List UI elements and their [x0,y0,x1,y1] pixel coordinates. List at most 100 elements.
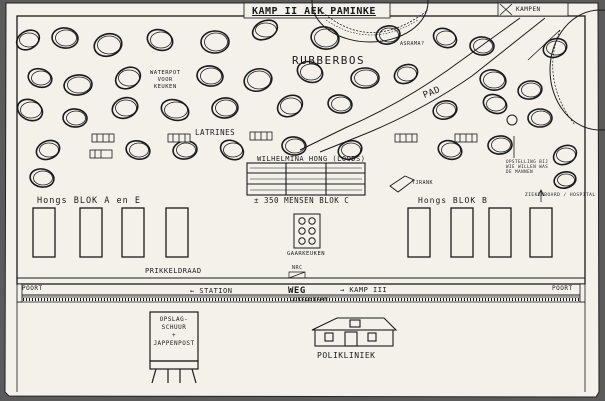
rubber-tree-inner [176,142,196,158]
block-b-label: Hongs BLOK B [418,196,488,205]
hall-capacity-label: ± 350 MENSEN BLOK C [254,196,350,205]
gate-left-label: POORT [22,285,43,292]
kampen-label: KAMPEN [516,6,541,13]
rubber-tree-inner [115,99,137,117]
gate-right-label: POORT [552,285,573,292]
rubber-tree-inner [97,35,121,55]
rubber-tree-inner [215,99,237,117]
rubber-tree [51,27,79,49]
kitchen-label: GAARKEUKEN [287,251,326,257]
tjrank [389,175,415,193]
kamp3-label: → KAMP III [340,286,388,294]
map-title: KAMP II AEK PAMINKE [252,6,376,17]
rubber-tree [310,26,340,50]
rubber-tree-inner [521,82,541,98]
rubber-tree [160,98,190,122]
sick-house-label: ZIEKENBOARD / HOSPITAL [525,193,596,198]
block-ae-hongs [32,207,189,258]
rubber-tree [62,108,88,128]
kitchen-ovens [293,213,321,249]
road-band [17,283,585,296]
rubber-tree [29,168,55,188]
nrc-gate [288,271,306,279]
kampen-box [497,2,569,17]
latrines-label: LATRINES [195,128,236,137]
rubber-tree-inner [118,69,140,87]
rubber-tree [219,139,245,161]
path-label: PAD [421,85,442,101]
station-label: ← STATION [190,287,233,295]
rubber-tree [479,69,507,91]
rubber-tree-inner [341,142,361,158]
rubber-tree [327,94,353,114]
rubber-trees [15,19,578,189]
rubber-tree [469,36,495,56]
rubber-tree [350,67,380,89]
rubber-tree-inner [557,173,575,187]
rubber-tree-inner [436,30,456,46]
rubber-tree [211,97,239,119]
rubber-tree-inner [436,102,456,118]
rubber-tree-inner [300,63,322,81]
rubber-tree-inner [255,22,277,38]
rubber-tree [276,94,304,118]
rubber-tree [251,19,279,41]
storage-label: OPSLAG-SCHUUR+JAPPENPOST [153,316,195,347]
railway [17,296,585,303]
rubber-tree [35,139,61,161]
rubber-tree [93,32,123,58]
wilhelmina-hall-label: WILHELMINA HONG (LOODS) [257,155,366,163]
rubber-tree-inner [531,110,551,126]
block-ae-label: Hongs BLOK A en E [37,196,141,206]
nrc-label: NRC [292,265,303,271]
rubber-tree [482,93,508,115]
rubber-tree-inner [441,142,461,158]
rubber-tree [487,135,513,155]
rubber-tree-inner [67,76,91,94]
rubber-tree [27,67,53,89]
rubber-tree-inner [397,66,417,82]
rubber-tree-inner [150,31,172,49]
rubber-tree-inner [223,142,243,158]
rubber-tree-inner [473,38,493,54]
rubber-tree-inner [39,142,59,158]
rubber-tree-inner [491,137,511,153]
rubber-tree-inner [331,96,351,112]
rubber-tree-inner [486,96,506,112]
clinic-label: POLIKLINIEK [317,351,376,360]
rubber-tree [111,96,139,120]
rubber-tree-inner [55,29,77,47]
rubber-tree [542,37,568,59]
rubber-tree [200,30,230,54]
wilhelmina-hall [246,162,366,196]
rubber-tree [281,136,307,156]
rubber-tree-inner [33,170,53,186]
rubber-tree-inner [20,101,42,119]
rubber-tree-inner [247,70,271,90]
rubber-tree-inner [19,32,39,48]
rubberbos-label: RUBBERBOS [292,54,366,67]
rubber-tree [243,67,273,93]
rubber-tree-inner [164,101,188,119]
rubber-tree [337,139,363,161]
rubber-tree-inner [546,40,566,56]
rubber-tree [125,139,151,161]
rubber-tree-inner [31,70,51,86]
barbed-wire-label: PRIKKELDRAAD [145,267,202,275]
rubber-tree-inner [200,67,222,85]
rubber-tree [114,66,142,90]
rubber-tree [552,144,578,166]
rubber-tree-inner [314,28,338,48]
rubber-tree [196,65,224,87]
rubber-tree-inner [285,138,305,154]
rubber-tree-inner [354,69,378,87]
rubber-tree [432,27,458,49]
clinic-building [311,317,398,347]
rubber-tree-inner [483,71,505,89]
rubber-tree [437,139,463,161]
rubber-tree [146,28,174,52]
rubber-tree [375,25,401,45]
